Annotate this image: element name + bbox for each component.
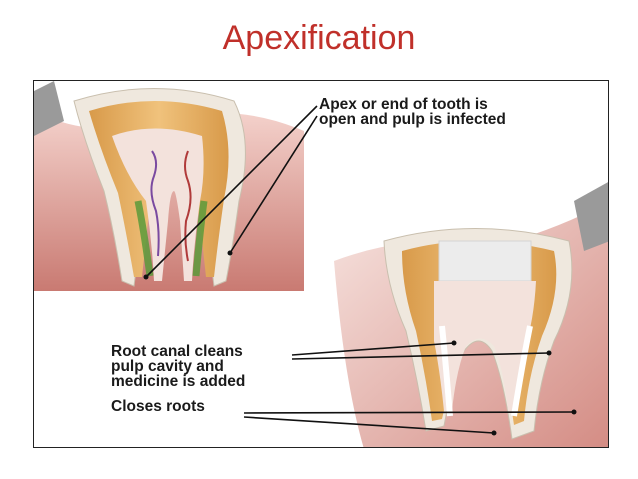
slide-title: Apexification	[222, 19, 416, 57]
pointer-lines	[145, 105, 575, 434]
tooth-illustration	[34, 81, 608, 447]
tooth-treated	[383, 228, 573, 440]
tooth-infected	[73, 88, 246, 287]
filling-seal	[438, 240, 532, 282]
label-closes-roots: Closes roots	[111, 398, 205, 415]
infection-left	[134, 200, 154, 277]
pointer-dots	[143, 250, 577, 436]
medicine-right-canal	[511, 325, 533, 417]
label-root-canal: Root canal cleans pulp cavity and medici…	[111, 343, 246, 390]
medicine-left-canal	[439, 325, 453, 417]
infection-right	[192, 200, 208, 277]
label-apex-open: Apex or end of tooth is open and pulp is…	[319, 96, 506, 128]
diagram-frame: Apex or end of tooth is open and pulp is…	[33, 80, 609, 448]
